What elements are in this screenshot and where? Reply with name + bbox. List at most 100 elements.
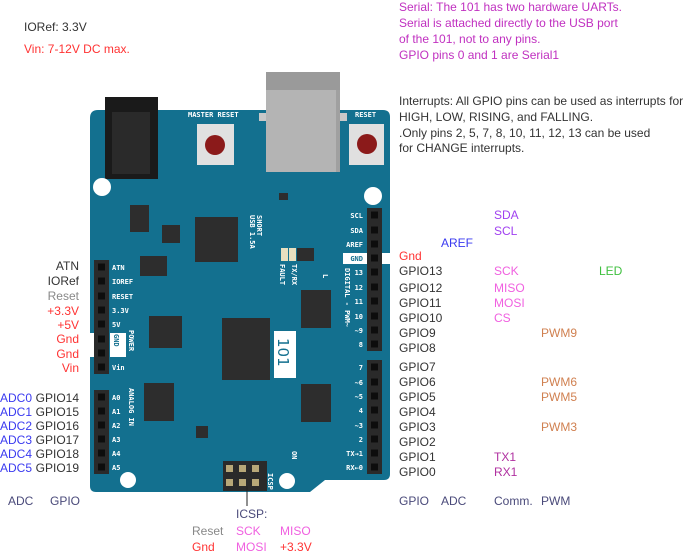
power-pin-label: IORef [47, 274, 79, 288]
header-pin [371, 363, 378, 371]
icsp-pin [226, 479, 233, 486]
gpio-label: GPIO1 [399, 450, 436, 464]
power-pin-silk: RESET [112, 293, 133, 301]
analog-gpio-label: GPIO18 [35, 447, 79, 461]
header-pin [371, 449, 378, 457]
header-pin [371, 435, 378, 443]
spi-label: CS [494, 311, 511, 325]
power-pin-label: +3.3V [47, 304, 79, 318]
header-pin [371, 421, 378, 429]
power-pin-label: ATN [55, 259, 79, 273]
analog-gpio-label: GPIO15 [35, 405, 79, 419]
led-l-label: L [321, 274, 329, 278]
vin-note: Vin: 7-12V DC max. [24, 42, 130, 56]
icsp-pin [252, 465, 259, 472]
header-pin [98, 277, 105, 285]
header-pin [371, 463, 378, 471]
gpio-label: GPIO10 [399, 311, 443, 325]
icsp-pin-label: Gnd [192, 540, 215, 554]
gpio-label: GPIO3 [399, 420, 436, 434]
spi-label: MOSI [494, 296, 525, 310]
analog-pin-silk: A5 [112, 464, 120, 472]
adc-label: ADC2 [0, 419, 33, 433]
sda-label: SDA [494, 208, 519, 222]
power-pin-label: Reset [47, 289, 79, 303]
legend-item: ADC [8, 494, 34, 508]
pwm3-label: PWM3 [541, 420, 577, 434]
master-reset-label: MASTER RESET [188, 111, 239, 119]
power-pin-label: Gnd [56, 347, 79, 361]
pwm9-label: PWM9 [541, 326, 577, 340]
header-pin [371, 312, 378, 320]
icsp-title: ICSP: [236, 507, 268, 521]
digital-header-low [367, 360, 382, 474]
power-gnd-box [110, 333, 126, 357]
scl-label: SCL [494, 224, 518, 238]
icsp-pin [239, 465, 246, 472]
interrupts-note-line: HIGH, LOW, RISING, and FALLING. [399, 110, 594, 124]
header-pin [371, 211, 378, 219]
analog-gpio-label: GPIO16 [35, 419, 79, 433]
icsp-pin-label: MISO [280, 524, 311, 538]
interrupts-note-line: .Only pins 2, 5, 7, 8, 10, 11, 12, 13 ca… [399, 126, 651, 140]
header-pin [371, 254, 378, 262]
legend-item: GPIO [50, 494, 81, 508]
header-pin [371, 326, 378, 334]
gpio-label: GPIO5 [399, 390, 436, 404]
header-pin [371, 268, 378, 276]
adc-label: ADC1 [0, 405, 33, 419]
gpio-label: GPIO7 [399, 360, 436, 374]
icsp-pin-label: +3.3V [280, 540, 312, 554]
gpio-label: GPIO4 [399, 405, 436, 419]
header-pin [371, 406, 378, 414]
header-pin [98, 335, 105, 343]
power-pin-silk: IOREF [112, 278, 133, 286]
reset-button[interactable] [349, 124, 384, 165]
interrupts-note-line: for CHANGE interrupts. [399, 141, 525, 155]
digital-header-high [367, 208, 382, 351]
digital-pin-silk: ~3 [355, 422, 363, 430]
model-label-box [274, 331, 296, 378]
power-pin-silk: 3.3V [112, 307, 130, 315]
power-pin-silk: 5V [112, 321, 121, 329]
analog-gpio-label: GPIO14 [35, 391, 79, 405]
legend-item: PWM [541, 494, 571, 508]
interrupts-note-line: Interrupts: All GPIO pins can be used as… [399, 94, 684, 108]
header-pin [98, 292, 105, 300]
digital-pin-silk: 12 [355, 284, 363, 292]
rx1-label: RX1 [494, 465, 518, 479]
icsp-pin-label: Reset [192, 524, 224, 538]
analog-header [94, 390, 109, 474]
gpio-label: GPIO11 [399, 296, 442, 310]
header-pin [98, 349, 105, 357]
reset-label: RESET [355, 111, 376, 119]
icsp-pin [226, 465, 233, 472]
power-pin-label: Vin [61, 361, 79, 375]
power-pin-label: +5V [57, 318, 79, 332]
master-reset-button[interactable] [197, 124, 234, 165]
icsp-board-label: ICSP [266, 473, 274, 490]
power-pin-silk: ATN [112, 264, 125, 272]
analog-pin-silk: A4 [112, 450, 120, 458]
on-label: ON [290, 451, 298, 459]
header-pin [98, 407, 105, 415]
usb-port [259, 72, 347, 172]
digital-pin-silk: 13 [355, 269, 363, 277]
adc-label: ADC3 [0, 433, 33, 447]
legend-item: Comm. [494, 494, 533, 508]
power-pin-label: Gnd [56, 332, 79, 346]
header-pin [371, 340, 378, 348]
gpio-label: GPIO0 [399, 465, 436, 479]
header-pin [98, 320, 105, 328]
header-pin [98, 449, 105, 457]
adc-label: ADC4 [0, 447, 33, 461]
power-title: POWER [127, 330, 135, 352]
analog-pin-silk: A2 [112, 422, 120, 430]
pin-headers: ATNIOREFRESET3.3V5VGNDVinPOWERA0A1A2A3A4… [94, 208, 382, 486]
digital-pin-silk: 4 [359, 407, 363, 415]
icsp-pin [239, 479, 246, 486]
header-pin [98, 435, 105, 443]
header-pin [371, 226, 378, 234]
header-pin [371, 283, 378, 291]
